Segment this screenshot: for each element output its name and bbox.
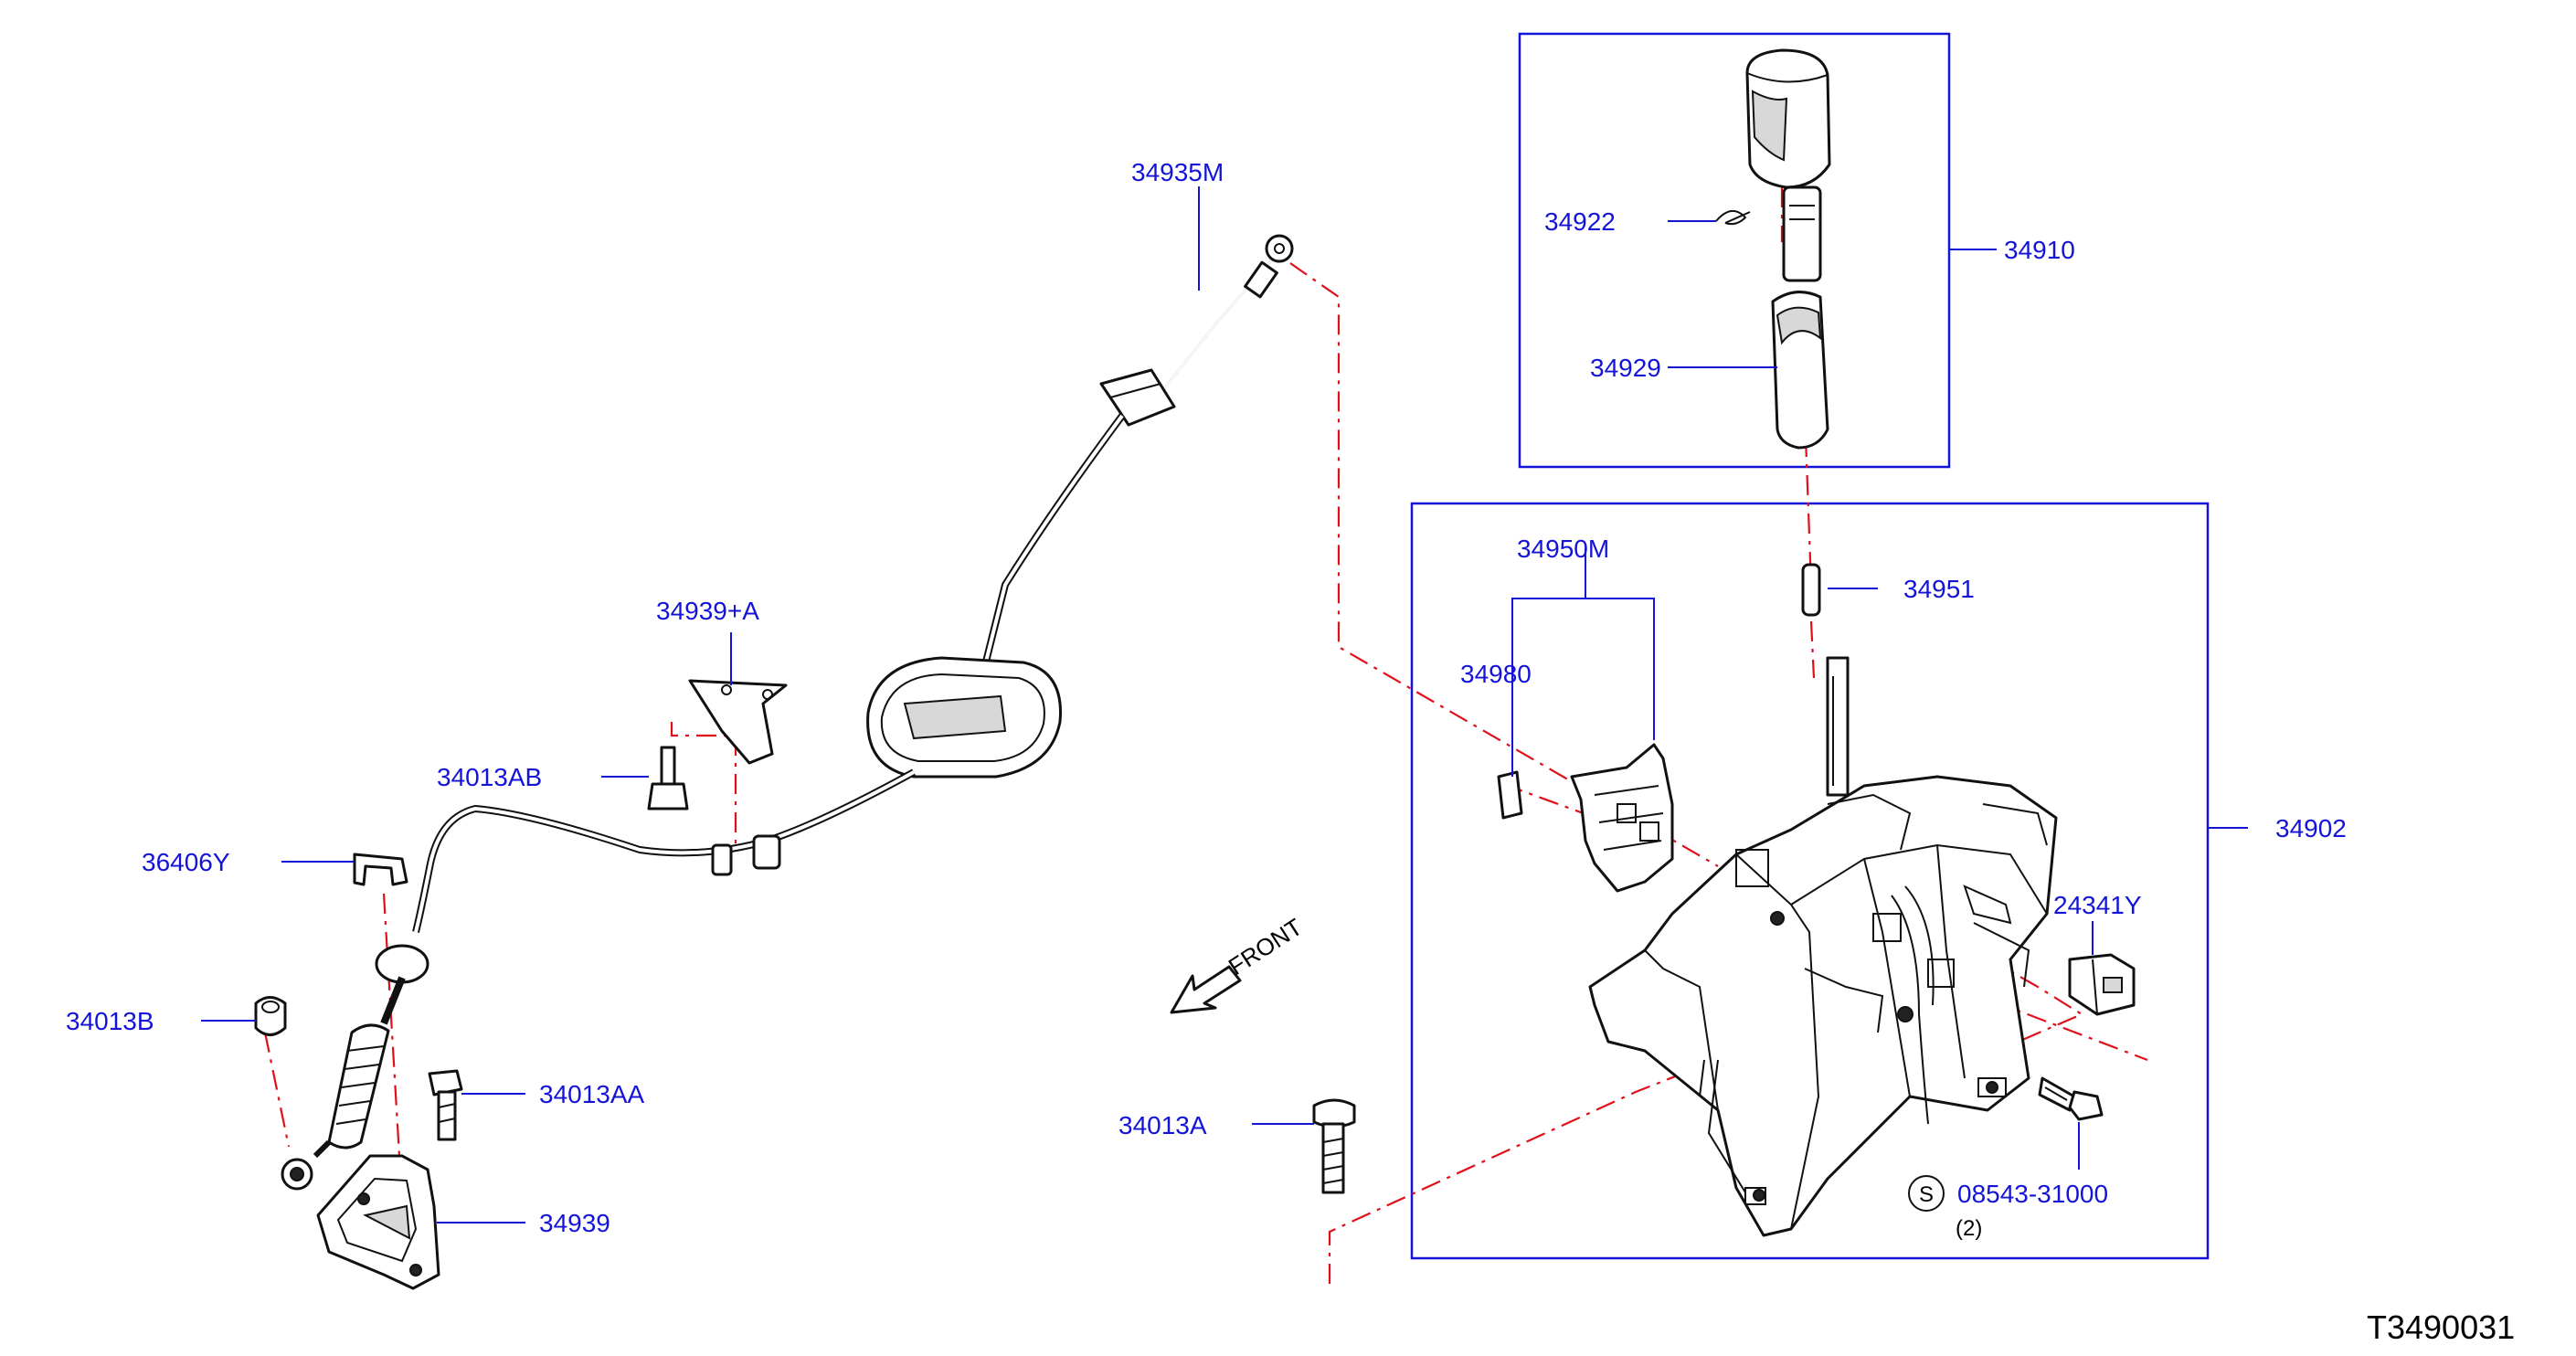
bolt-08543-31000 <box>2038 1076 2104 1121</box>
control-cable-34935M <box>281 234 1294 1191</box>
bolt-34013A <box>1312 1098 1356 1194</box>
label-34950M: 34950M <box>1517 535 1609 563</box>
shift-device-illustration <box>1588 656 2058 1237</box>
connector-24341Y <box>2068 953 2136 1016</box>
bracket-34939 <box>316 1154 440 1290</box>
label-34902: 34902 <box>2275 814 2347 842</box>
pin-34951 <box>1801 563 1821 617</box>
label-24341Y: 24341Y <box>2053 891 2142 919</box>
standard-part-symbol: S <box>1908 1175 1945 1212</box>
label-34935M: 34935M <box>1131 158 1224 186</box>
label-34951: 34951 <box>1903 575 1975 603</box>
knob-clip-34922 <box>1715 210 1751 226</box>
label-08543-31000: 08543-31000 <box>1957 1180 2108 1208</box>
bracket-34939A <box>688 679 788 765</box>
label-34013A: 34013A <box>1118 1111 1207 1139</box>
shift-knob-group-box <box>1518 32 1951 469</box>
label-34910: 34910 <box>2004 236 2075 264</box>
clip-36406Y <box>353 853 408 886</box>
shift-device-group-box <box>1410 502 2210 1260</box>
front-label: FRONT <box>1224 913 1308 980</box>
label-34929: 34929 <box>1590 354 1661 382</box>
label-34013AB: 34013AB <box>437 763 542 791</box>
quantity-note: (2) <box>1956 1216 1982 1241</box>
bolt-34013AA <box>428 1069 463 1141</box>
nut-34013B <box>254 996 287 1036</box>
shift-knob-illustration <box>1745 48 1831 282</box>
label-34922: 34922 <box>1544 207 1616 236</box>
diagram-reference-code: T3490031 <box>2367 1308 2515 1346</box>
standard-part-symbol-letter: S <box>1919 1182 1934 1207</box>
detent-bracket-34980 <box>1497 743 1674 893</box>
bolt-34013AB <box>647 746 689 810</box>
front-direction-indicator: FRONT <box>1170 913 1308 1014</box>
knob-boot-34929 <box>1771 291 1829 450</box>
label-34013AA: 34013AA <box>539 1080 645 1108</box>
label-34939A: 34939+A <box>656 597 759 625</box>
label-34980: 34980 <box>1460 660 1532 688</box>
label-36406Y: 36406Y <box>142 848 230 876</box>
label-34939: 34939 <box>539 1209 610 1237</box>
label-34013B: 34013B <box>66 1007 154 1035</box>
leader-lines <box>201 186 2248 1224</box>
part-labels: 34935M 34922 34910 34929 34950M 34951 34… <box>66 158 2347 1241</box>
